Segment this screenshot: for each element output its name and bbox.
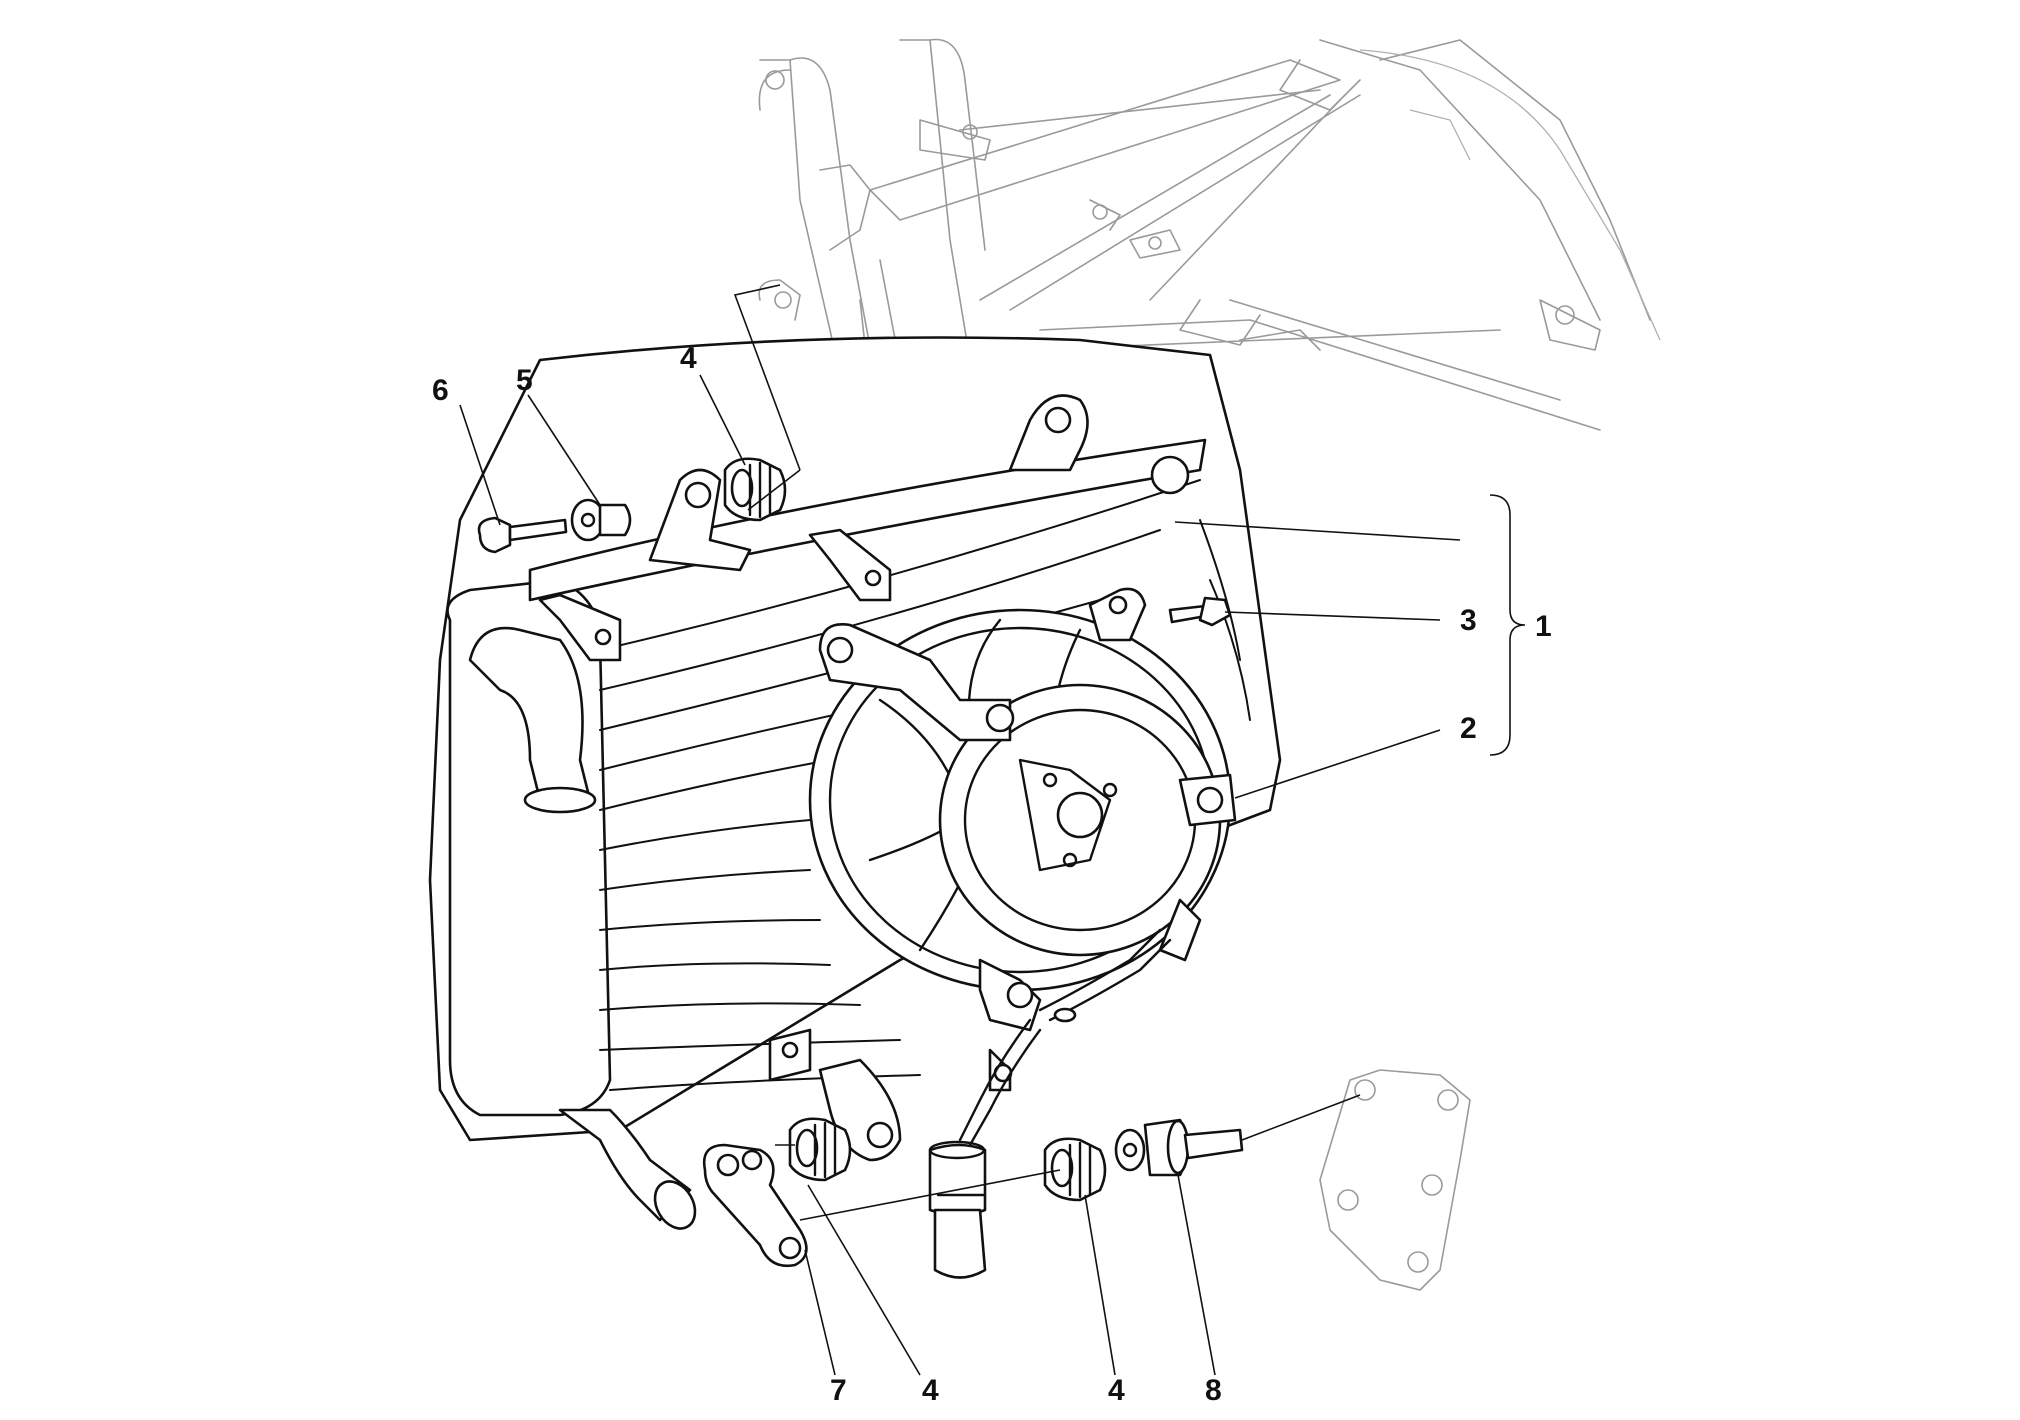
- bolt-3: [1168, 596, 1232, 627]
- callout-1: 1: [1535, 610, 1552, 643]
- grommet-4-top: [723, 457, 787, 522]
- grommet-4-bottom-left: [788, 1117, 852, 1182]
- cooling-fan: [808, 587, 1237, 1279]
- callout-6: 6: [432, 374, 449, 407]
- callout-2: 2: [1460, 712, 1477, 745]
- link-plate-7: [702, 1143, 808, 1268]
- callout-4-bottom-left: 4: [922, 1374, 939, 1407]
- washer-5: [570, 498, 632, 542]
- callouts: 1 2 3 4 5 6 7 4 4 8: [432, 342, 1552, 1407]
- grommet-4-bottom-right: [1043, 1137, 1107, 1202]
- callout-5: 5: [516, 364, 533, 397]
- callout-3: 3: [1460, 604, 1477, 637]
- callout-4-bottom-right: 4: [1108, 1374, 1125, 1407]
- bolt-6: [477, 516, 568, 554]
- frame-bracket-right: [1319, 1069, 1471, 1291]
- motorcycle-frame: [758, 38, 1661, 481]
- callout-8: 8: [1205, 1374, 1222, 1407]
- callout-4-top: 4: [680, 342, 697, 375]
- callout-7: 7: [830, 1374, 847, 1407]
- leader-lines: [459, 284, 1526, 1376]
- pin-8: [1114, 1118, 1244, 1177]
